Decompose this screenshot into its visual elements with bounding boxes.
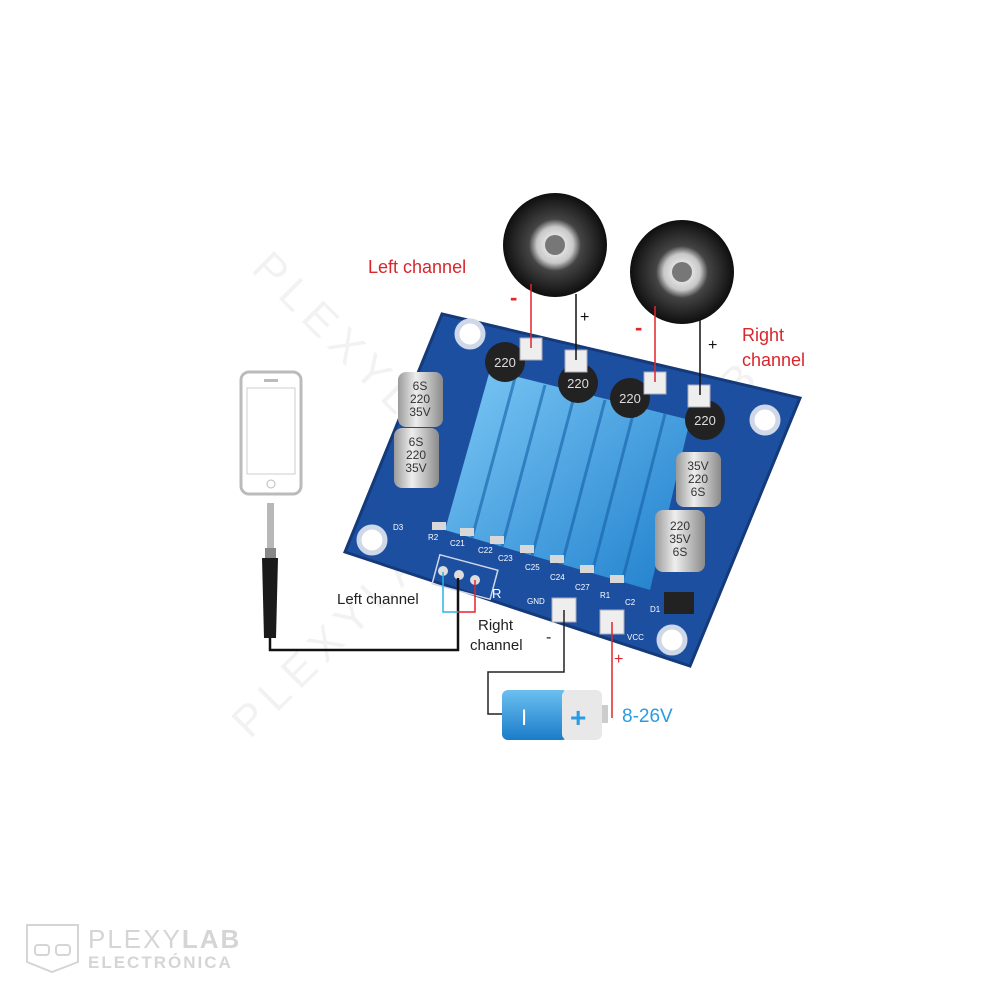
left-channel-input-label: Left channel [337, 591, 419, 608]
svg-text:ELECTRÓNICA: ELECTRÓNICA [88, 953, 233, 972]
voltage-label: 8-26V [622, 706, 673, 727]
smd-components [432, 522, 694, 614]
output-pads [519, 337, 711, 408]
svg-text:C25: C25 [525, 563, 540, 572]
right-speaker-plus: + [708, 337, 717, 354]
right-speaker [630, 220, 734, 324]
svg-text:C23: C23 [498, 554, 513, 563]
svg-text:C27: C27 [575, 583, 590, 592]
right-channel-input-label-line1: Right [478, 617, 514, 634]
gnd-wire [487, 610, 565, 715]
left-channel-output-label: Left channel [368, 257, 466, 277]
right-channel-output-label-line2: channel [742, 350, 805, 370]
svg-text:220: 220 [406, 448, 426, 462]
left-speaker [503, 193, 607, 297]
speaker-wires [530, 284, 701, 395]
vcc-label: VCC [627, 633, 644, 642]
svg-text:220: 220 [619, 391, 641, 406]
input-header [431, 553, 499, 601]
plexylab-logo: PLEXYLAB ELECTRÓNICA [26, 924, 241, 974]
battery-icon: I + [502, 690, 608, 740]
right-speaker-minus: - [635, 315, 642, 340]
gnd-minus: - [546, 629, 551, 646]
input-wires [268, 572, 476, 652]
svg-text:C22: C22 [478, 546, 493, 555]
heatsink-fins [470, 377, 667, 583]
mounting-holes [356, 318, 781, 656]
svg-text:220: 220 [494, 355, 516, 370]
svg-text:6S: 6S [413, 379, 428, 393]
audio-jack-plug [262, 503, 278, 638]
r-mark: R [492, 586, 501, 601]
svg-text:6S: 6S [673, 545, 688, 559]
svg-text:I: I [521, 705, 527, 730]
svg-text:C21: C21 [450, 539, 465, 548]
svg-text:C24: C24 [550, 573, 565, 582]
svg-text:6S: 6S [691, 485, 706, 499]
right-channel-output-label-line1: Right [742, 325, 784, 345]
svg-text:220: 220 [694, 413, 716, 428]
svg-text:35V: 35V [687, 459, 708, 473]
vcc-plus: + [614, 651, 623, 668]
gnd-label: GND [527, 597, 545, 606]
svg-text:R1: R1 [600, 591, 611, 600]
inductors: 220 220 220 220 [485, 342, 725, 440]
svg-text:D3: D3 [393, 523, 404, 532]
svg-text:R2: R2 [428, 533, 439, 542]
svg-text:220: 220 [410, 392, 430, 406]
smartphone-icon [239, 370, 303, 496]
svg-text:C2: C2 [625, 598, 636, 607]
svg-text:35V: 35V [405, 461, 426, 475]
svg-text:35V: 35V [669, 532, 690, 546]
svg-text:220: 220 [567, 376, 589, 391]
svg-text:+: + [570, 702, 586, 733]
left-speaker-plus: + [580, 309, 589, 326]
svg-text:6S: 6S [409, 435, 424, 449]
svg-text:220: 220 [670, 519, 690, 533]
left-speaker-minus: - [510, 285, 517, 310]
svg-text:35V: 35V [409, 405, 430, 419]
svg-text:D1: D1 [650, 605, 661, 614]
svg-text:PLEXYLAB: PLEXYLAB [88, 924, 241, 954]
right-channel-input-label-line2: channel [470, 637, 523, 654]
svg-text:220: 220 [688, 472, 708, 486]
